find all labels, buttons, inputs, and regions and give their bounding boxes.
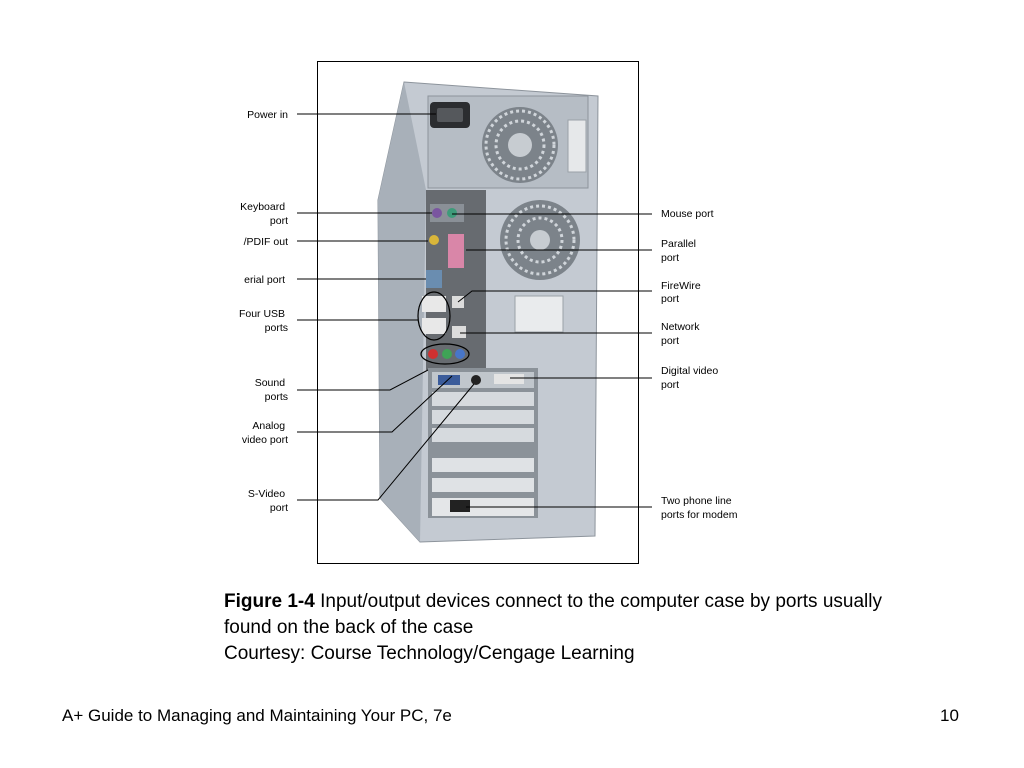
label-sound-ports: Sound ports [255, 377, 288, 403]
figure-number: Figure 1-4 [224, 591, 315, 612]
label-digital-video-port: Digital video port [661, 365, 721, 391]
figure-caption: Figure 1-4 Input/output devices connect … [224, 589, 904, 667]
label-firewire-port: FireWire port [661, 280, 704, 305]
computer-case-image [377, 81, 599, 543]
label-serial-port: erial port [244, 274, 285, 286]
label-network-port: Network port [661, 321, 702, 347]
label-mouse-port: Mouse port [661, 208, 714, 220]
label-power-in: Power in [247, 109, 288, 121]
label-keyboard-port: Keyboard port [240, 201, 288, 227]
label-phone-line-ports: Two phone line ports for modem [661, 495, 738, 521]
label-spdif-out: /PDIF out [244, 236, 288, 248]
page-number: 10 [940, 706, 959, 725]
label-s-video-port: S-Video port [248, 488, 288, 514]
caption-text: Input/output devices connect to the comp… [224, 591, 882, 638]
label-parallel-port: Parallel port [661, 238, 699, 264]
footer-title: A+ Guide to Managing and Maintaining You… [62, 706, 452, 725]
label-analog-video-port: Analog video port [242, 420, 288, 446]
label-usb-ports: Four USB ports [239, 308, 288, 334]
leader-lines [297, 113, 652, 508]
caption-credit: Courtesy: Course Technology/Cengage Lear… [224, 643, 635, 664]
